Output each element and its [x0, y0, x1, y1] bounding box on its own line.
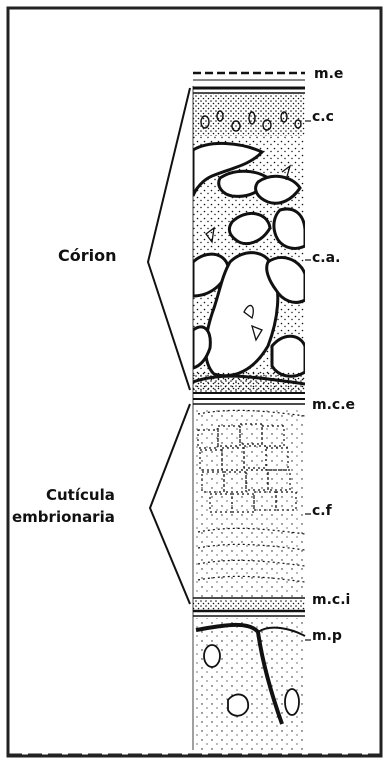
label-corion: Córion	[58, 246, 117, 265]
cuticula-bracket	[150, 404, 190, 604]
layer-cf	[193, 408, 305, 598]
label-me: m.e	[314, 66, 343, 82]
label-cf: c.f	[312, 503, 333, 519]
layer-mce	[193, 393, 305, 404]
label-cuticula: Cutícula	[46, 486, 115, 504]
leader-ticks	[305, 121, 311, 640]
layer-mci	[193, 598, 305, 616]
label-mci: m.c.i	[312, 592, 350, 608]
layer-mp	[193, 618, 305, 750]
corion-bracket	[148, 88, 190, 390]
label-mce: m.c.e	[312, 397, 355, 413]
label-cc: c.c	[312, 109, 334, 125]
layer-ca	[193, 136, 305, 392]
label-ca: c.a.	[312, 250, 340, 266]
layer-cc	[193, 88, 305, 136]
layer-me	[193, 73, 305, 80]
label-embrionaria: embrionaria	[12, 508, 115, 526]
label-mp: m.p	[312, 628, 342, 644]
